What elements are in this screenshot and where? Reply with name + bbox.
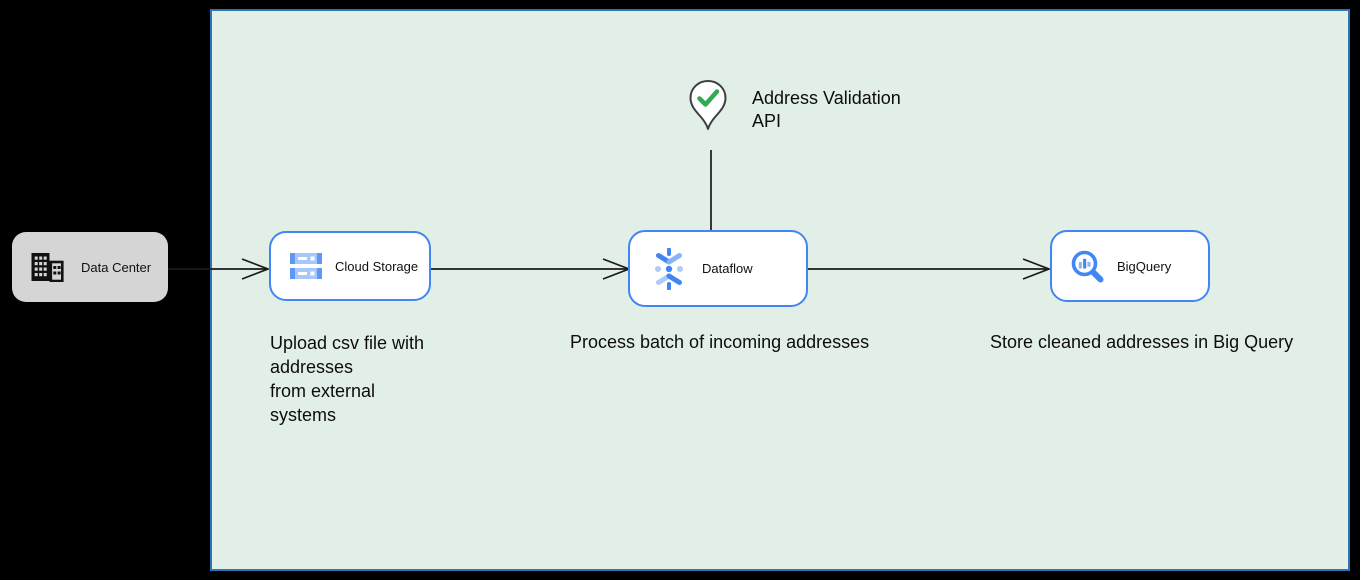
location-pin-check-icon: [689, 80, 727, 130]
building-icon: [31, 253, 64, 282]
upload-note-line1: Upload csv file with: [270, 333, 425, 353]
node-cloud-storage-label: Cloud Storage: [335, 258, 419, 274]
node-bigquery: BigQuery: [1050, 230, 1210, 302]
upload-note-line2: addresses: [270, 357, 354, 377]
bigquery-icon: [1071, 250, 1104, 283]
upload-note-line3: from external: [270, 381, 376, 401]
cloud-storage-icon: [290, 253, 322, 279]
address-validation-label: Address Validation API: [752, 87, 901, 133]
address-validation-line1: Address Validation: [752, 88, 901, 108]
process-note: Process batch of incoming addresses: [570, 332, 870, 352]
node-bigquery-label: BigQuery: [1117, 258, 1172, 274]
node-data-center-label: Data Center: [81, 259, 152, 275]
node-cloud-storage: Cloud Storage: [269, 231, 431, 301]
node-dataflow: Dataflow: [628, 230, 808, 307]
store-note: Store cleaned addresses in Big Query: [990, 332, 1294, 352]
dataflow-icon: [655, 247, 683, 290]
upload-note: Upload csv file with addresses from exte…: [270, 331, 424, 427]
node-data-center: Data Center: [12, 232, 168, 302]
upload-note-line4: systems: [270, 405, 337, 425]
address-validation-line2: API: [752, 111, 782, 131]
node-dataflow-label: Dataflow: [702, 261, 753, 276]
